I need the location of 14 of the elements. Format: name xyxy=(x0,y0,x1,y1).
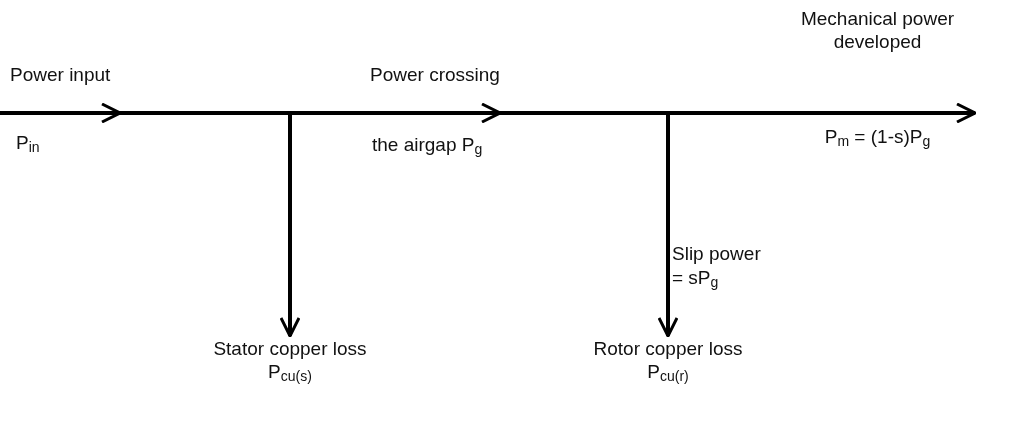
loss-label: Stator copper loss xyxy=(213,338,367,361)
flow-label: Slip power = sP$_{g}$ xyxy=(672,242,762,292)
arrow xyxy=(657,113,679,338)
flow-label: Power crossing xyxy=(370,64,500,86)
output-label: Mechanical power developed xyxy=(799,8,956,54)
output-formula: P$_{m}$ = (1-s)P$_{g}$ xyxy=(824,125,931,150)
flow-label: the airgap P$_{g}$ xyxy=(372,134,483,158)
loss-symbol: P$_{cu(r)}$ xyxy=(647,360,689,385)
loss-symbol: P$_{cu(s)}$ xyxy=(268,360,312,385)
flow-label: Power input xyxy=(10,64,111,86)
loss-label: Rotor copper loss xyxy=(593,338,743,361)
arrow xyxy=(0,103,976,123)
flow-label: P$_{in}$ xyxy=(16,132,40,156)
arrow xyxy=(279,113,301,338)
